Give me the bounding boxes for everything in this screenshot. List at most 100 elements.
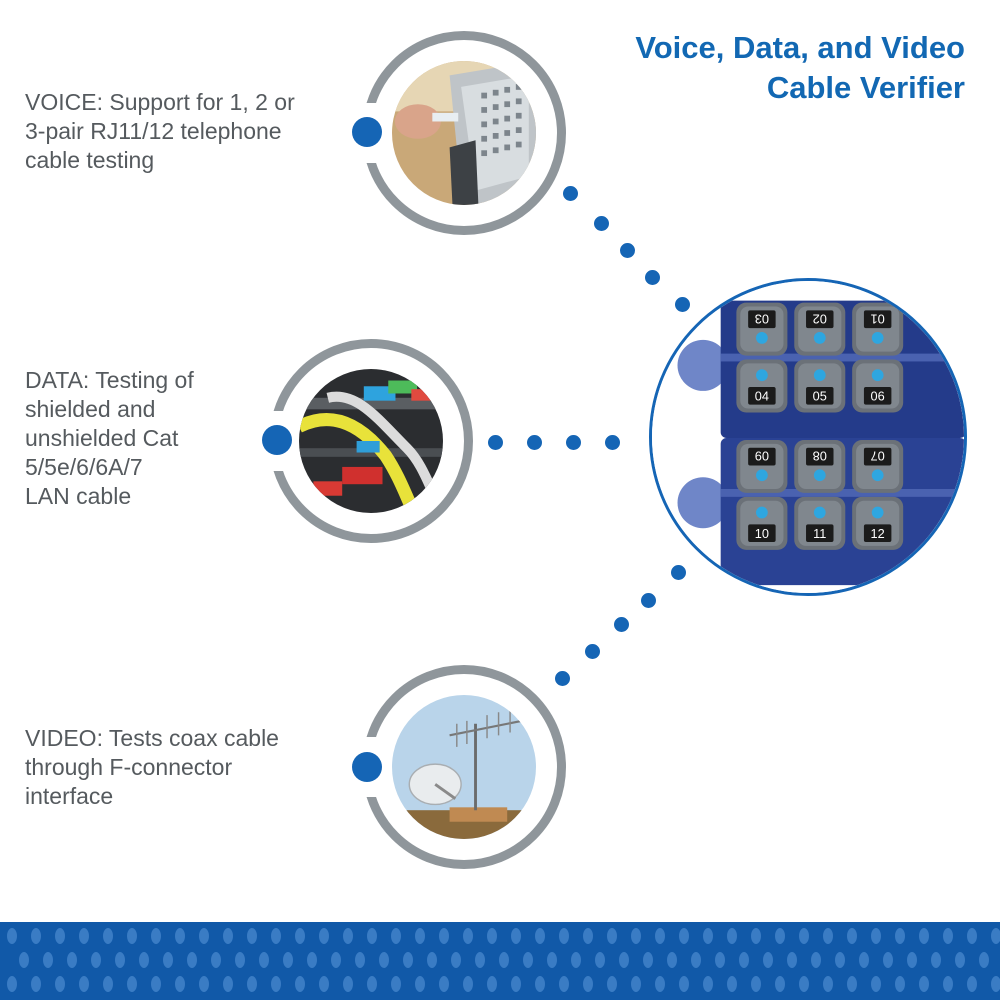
voice-photo-ring xyxy=(351,31,566,235)
footer-pattern-dot xyxy=(679,976,689,992)
footer-pattern-dot xyxy=(91,952,101,968)
remote-id-label: 01 xyxy=(871,311,885,326)
footer-pattern-dot xyxy=(463,928,473,944)
footer-pattern-dot xyxy=(535,928,545,944)
antenna-photo xyxy=(392,695,536,839)
footer-pattern-dot xyxy=(547,952,557,968)
connector-dot xyxy=(605,435,620,450)
footer-pattern-dot xyxy=(943,928,953,944)
remote-id-label: 04 xyxy=(755,389,769,404)
brand-logo-icon xyxy=(871,506,884,519)
footer-pattern-dot xyxy=(727,976,737,992)
footer-pattern-dot xyxy=(535,976,545,992)
video-bullet xyxy=(352,752,382,782)
footer-pattern-dot xyxy=(151,976,161,992)
footer-pattern-dot xyxy=(199,928,209,944)
footer-pattern-dot xyxy=(847,928,857,944)
footer-pattern-dot xyxy=(175,976,185,992)
footer-pattern-dot xyxy=(679,928,689,944)
footer-pattern-dot xyxy=(151,928,161,944)
footer-pattern-dot xyxy=(895,928,905,944)
footer-pattern-dot xyxy=(55,928,65,944)
remote-id-label: 09 xyxy=(755,449,769,464)
footer-pattern-dot xyxy=(559,976,569,992)
footer-pattern-dot xyxy=(715,952,725,968)
data-line-1: DATA: Testing of xyxy=(25,367,194,393)
footer-pattern-dot xyxy=(523,952,533,968)
telephone-cable-photo xyxy=(392,61,536,205)
footer-pattern-dot xyxy=(775,976,785,992)
footer-pattern-dot xyxy=(607,928,617,944)
footer-pattern-dot xyxy=(559,928,569,944)
footer-pattern-dot xyxy=(319,976,329,992)
connector-dot xyxy=(594,216,609,231)
brand-logo-icon xyxy=(871,332,884,344)
footer-pattern-dot xyxy=(31,928,41,944)
footer-pattern-dot xyxy=(847,976,857,992)
footer-pattern-dot xyxy=(343,976,353,992)
footer-pattern-dot xyxy=(895,976,905,992)
brand-logo-icon xyxy=(871,369,884,382)
footer-pattern-dot xyxy=(763,952,773,968)
footer-pattern-dot xyxy=(835,952,845,968)
footer-pattern-dot xyxy=(367,976,377,992)
remote-id-label: 10 xyxy=(755,526,769,541)
footer-pattern-dot xyxy=(19,952,29,968)
footer-pattern-dot xyxy=(175,928,185,944)
voice-line-1: VOICE: Support for 1, 2 or xyxy=(25,89,295,115)
footer-pattern-dot xyxy=(979,952,989,968)
video-description: VIDEO: Tests coax cable through F-connec… xyxy=(25,724,279,811)
footer-pattern-dot xyxy=(7,928,17,944)
footer-pattern-dot xyxy=(79,928,89,944)
footer-pattern-dot xyxy=(583,928,593,944)
footer-pattern-dot xyxy=(991,928,1000,944)
footer-pattern-dot xyxy=(103,976,113,992)
footer-pattern-dot xyxy=(607,976,617,992)
connector-dot xyxy=(527,435,542,450)
remote-id-label: 07 xyxy=(871,449,885,464)
footer-pattern-dot xyxy=(883,952,893,968)
footer-pattern-dot xyxy=(247,928,257,944)
footer-pattern-dot xyxy=(967,928,977,944)
footer-pattern-dot xyxy=(703,928,713,944)
remote-id-label: 08 xyxy=(813,449,827,464)
footer-pattern-dot xyxy=(31,976,41,992)
connector-dot xyxy=(675,297,690,312)
footer-pattern-dot xyxy=(247,976,257,992)
remote-id-label: 11 xyxy=(813,526,826,541)
connector-dot xyxy=(641,593,656,608)
footer-pattern-dot xyxy=(619,952,629,968)
footer-pattern-dot xyxy=(643,952,653,968)
footer-pattern-dot xyxy=(967,976,977,992)
footer-pattern-dot xyxy=(79,976,89,992)
brand-logo-icon xyxy=(813,369,826,382)
footer-pattern-dot xyxy=(331,952,341,968)
voice-line-3: cable testing xyxy=(25,147,155,173)
footer-pattern-dot xyxy=(403,952,413,968)
data-line-4: 5/5e/6/6A/7 xyxy=(25,454,143,480)
footer-pattern-dot xyxy=(799,976,809,992)
footer-pattern-dot xyxy=(7,976,17,992)
connector-dot xyxy=(614,617,629,632)
footer-pattern-dot xyxy=(583,976,593,992)
data-line-5: LAN cable xyxy=(25,483,132,509)
footer-pattern-dot xyxy=(223,928,233,944)
footer-pattern-dot xyxy=(775,928,785,944)
footer-pattern-dot xyxy=(127,976,137,992)
footer-pattern-dot xyxy=(451,952,461,968)
footer-pattern-dot xyxy=(571,952,581,968)
connector-dot xyxy=(620,243,635,258)
footer-pattern-dot xyxy=(379,952,389,968)
footer-pattern-dot xyxy=(415,928,425,944)
remote-id-label: 06 xyxy=(871,389,885,404)
data-line-2: shielded and xyxy=(25,396,156,422)
footer-pattern-dot xyxy=(811,952,821,968)
video-line-2: through F-connector xyxy=(25,754,233,780)
footer-pattern-dot xyxy=(871,928,881,944)
brand-logo-icon xyxy=(756,332,768,344)
footer-pattern-dot xyxy=(343,928,353,944)
connector-dot xyxy=(671,565,686,580)
footer-pattern-dot xyxy=(955,952,965,968)
video-line-3: interface xyxy=(25,783,114,809)
